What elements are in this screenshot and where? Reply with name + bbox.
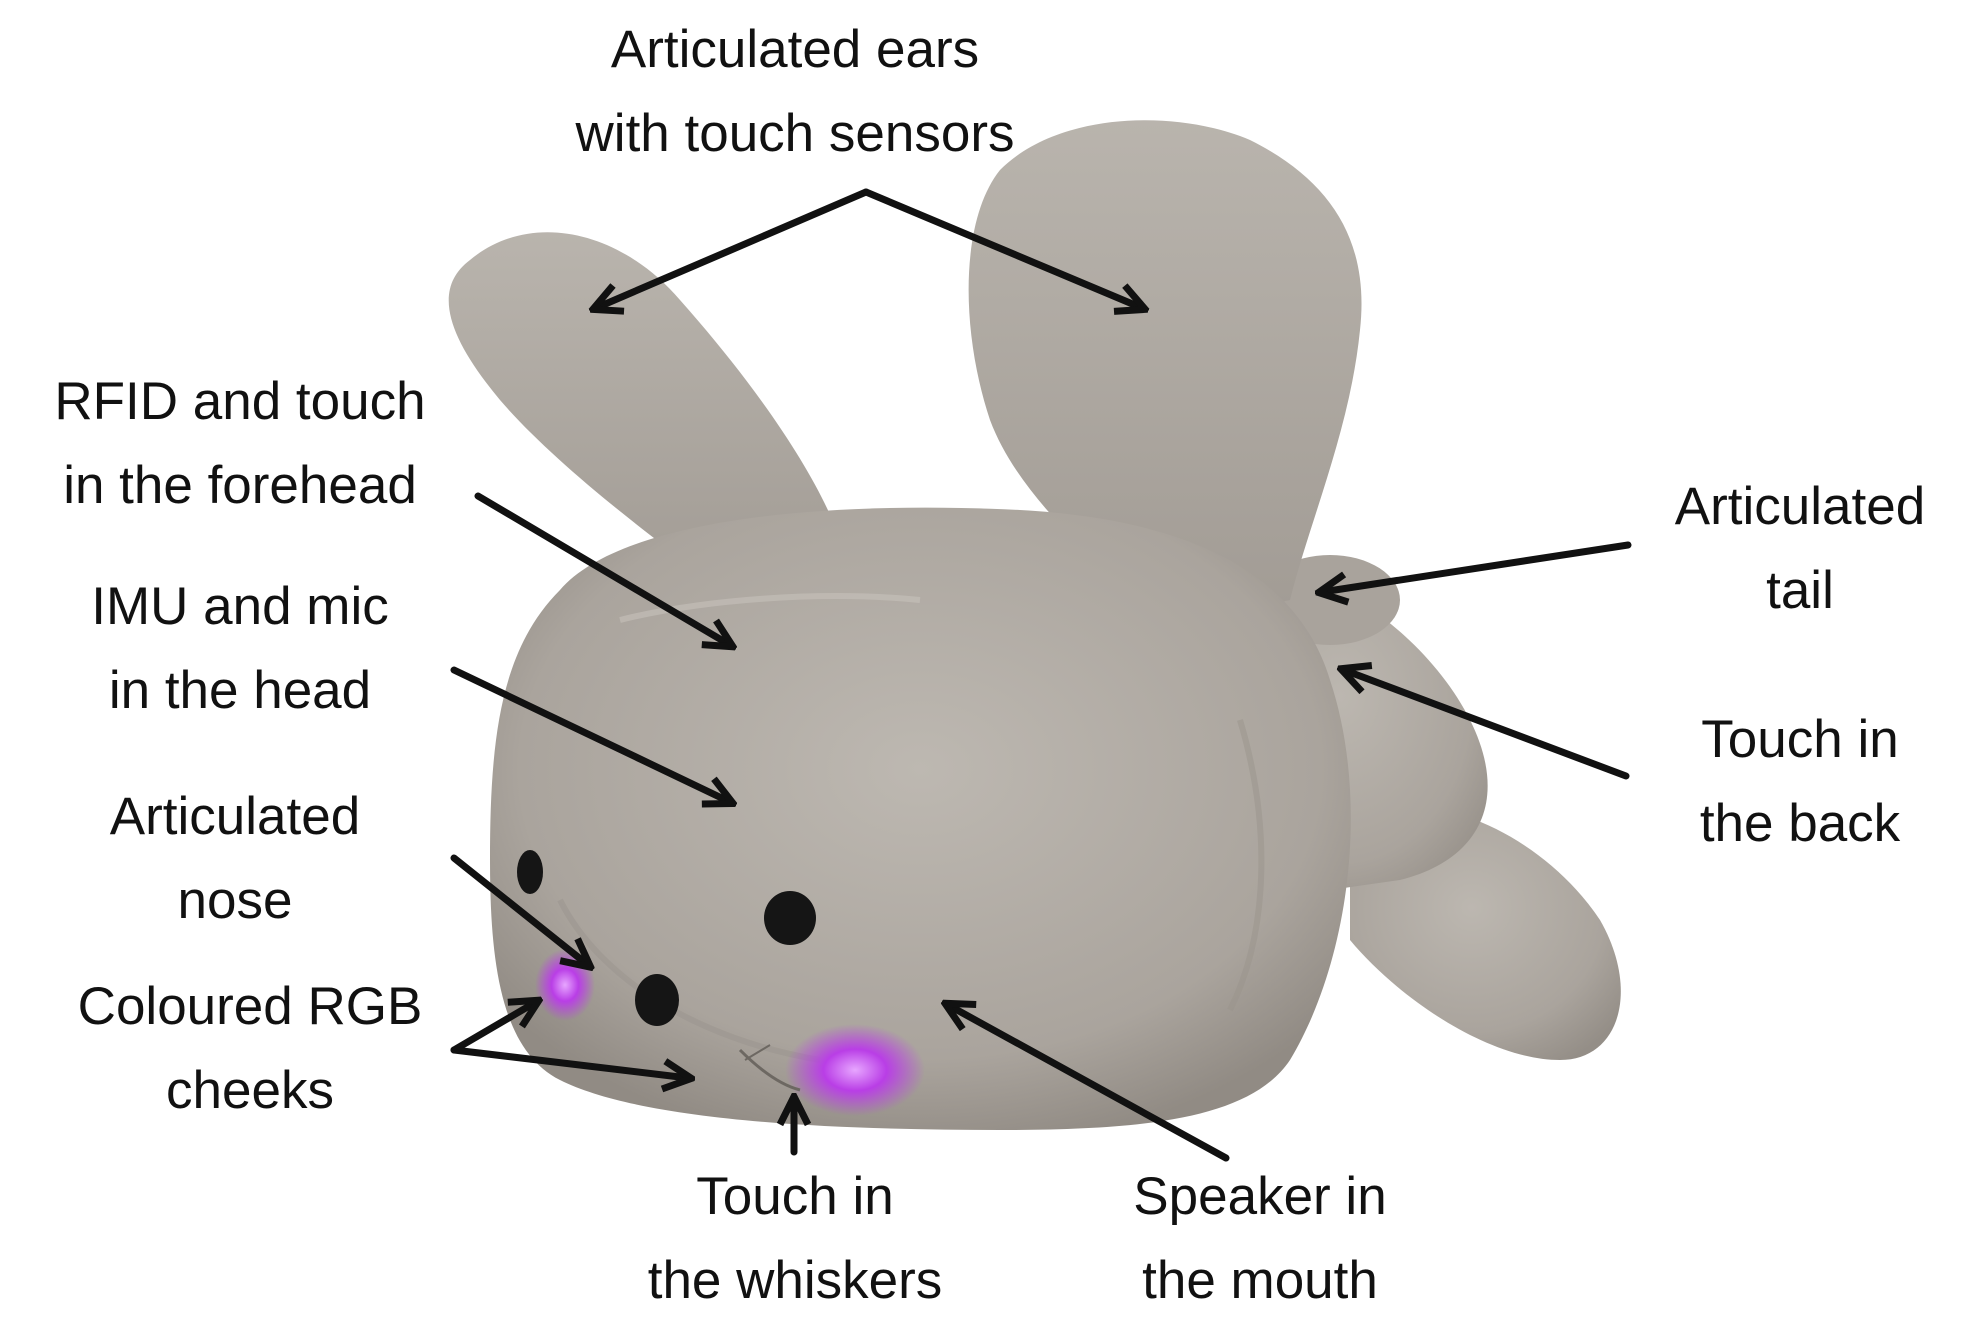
label-cheeks: Coloured RGB cheeks: [30, 965, 470, 1133]
whisker-seam: [738, 1048, 801, 1092]
label-nose-line-2: nose: [177, 871, 293, 930]
label-tail: Articulated tail: [1630, 465, 1970, 633]
arrow-cheeks-a: [450, 1002, 536, 1054]
label-ears: Articulated ears with touch sensors: [520, 8, 1070, 176]
label-forehead-line-2: in the forehead: [63, 456, 417, 515]
label-tail-line-1: Articulated: [1674, 477, 1926, 536]
label-mouth-line-2: the mouth: [1142, 1251, 1378, 1310]
arrows: [450, 188, 1632, 1162]
label-nose: Articulated nose: [40, 775, 430, 943]
label-cheeks-line-2: cheeks: [166, 1061, 334, 1120]
label-back-line-2: the back: [1699, 794, 1901, 853]
label-mouth-line-1: Speaker in: [1133, 1167, 1387, 1226]
arrow-mouth: [948, 1005, 1230, 1162]
arrow-head: [450, 666, 730, 802]
label-nose-line-1: Articulated: [109, 787, 361, 846]
ear-right: [968, 120, 1362, 630]
label-whiskers-line-1: Touch in: [696, 1167, 894, 1226]
label-forehead: RFID and touch in the forehead: [10, 360, 470, 528]
arrow-forehead: [474, 492, 730, 645]
label-tail-line-2: tail: [1766, 561, 1834, 620]
arrow-ears-left: [596, 188, 870, 308]
arrow-tail: [1322, 541, 1632, 592]
ear-left: [448, 232, 840, 600]
nose: [635, 974, 679, 1026]
head: [490, 507, 1351, 1130]
label-head: IMU and mic in the head: [30, 565, 450, 733]
label-whiskers: Touch in the whiskers: [590, 1155, 1000, 1323]
label-head-line-1: IMU and mic: [91, 577, 389, 636]
arrow-cheeks-b: [450, 1046, 688, 1078]
label-forehead-line-1: RFID and touch: [54, 372, 426, 431]
label-whiskers-line-2: the whiskers: [647, 1251, 943, 1310]
label-back: Touch in the back: [1630, 698, 1970, 866]
label-ears-line-2: with touch sensors: [575, 104, 1015, 163]
arrow-nose: [450, 854, 588, 965]
arrow-ears-right: [862, 188, 1142, 308]
label-cheeks-line-1: Coloured RGB: [77, 977, 423, 1036]
eye-left: [517, 850, 543, 894]
label-mouth: Speaker in the mouth: [1060, 1155, 1460, 1323]
label-back-line-1: Touch in: [1701, 710, 1899, 769]
label-ears-line-1: Articulated ears: [610, 20, 980, 79]
arrow-back: [1344, 670, 1630, 780]
eye-right: [764, 891, 816, 945]
label-head-line-2: in the head: [108, 661, 372, 720]
cheek-glow-right: [785, 1024, 925, 1116]
